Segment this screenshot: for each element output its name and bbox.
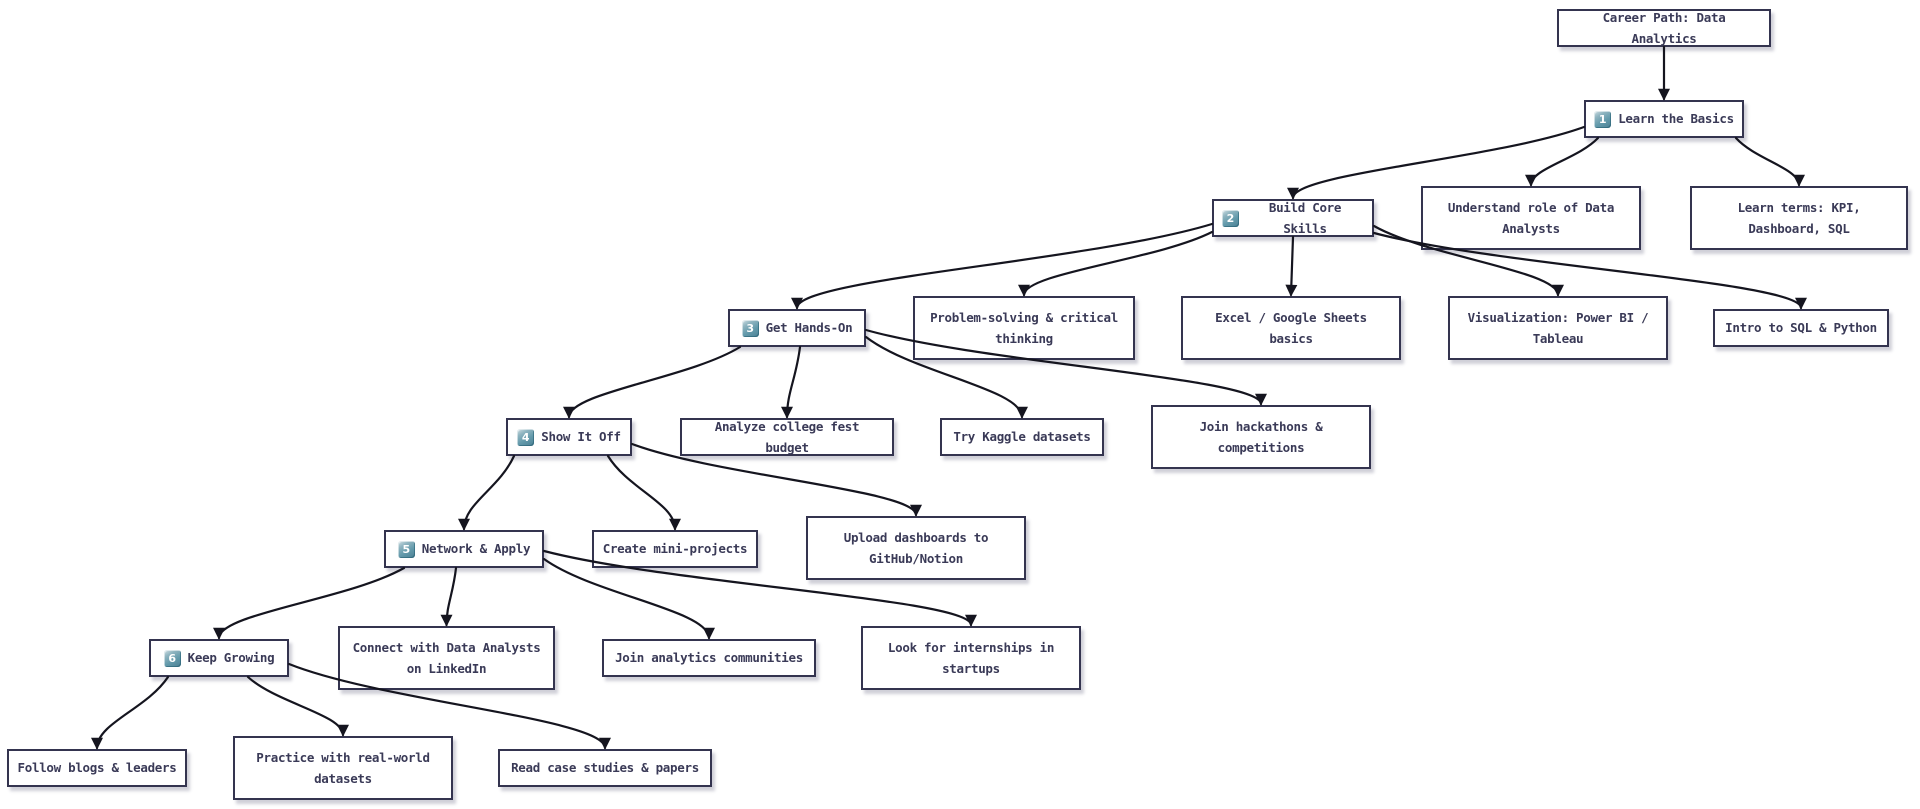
node-kaggle-datasets: Try Kaggle datasets [940, 418, 1104, 456]
node-visualization: Visualization: Power BI / Tableau [1448, 296, 1668, 360]
step-number-badge: 5 [397, 540, 415, 558]
node-label: Look for internships in startups [887, 639, 1055, 676]
step-number-badge: 4 [517, 428, 535, 446]
node-analytics-communities: Join analytics communities [602, 639, 816, 677]
step-number-badge: 1 [1594, 110, 1612, 128]
node-problem-solving: Problem-solving & critical thinking [913, 296, 1135, 360]
node-label: Visualization: Power BI / Tableau [1467, 309, 1649, 346]
step-number-badge: 2 [1222, 209, 1239, 227]
node-label: Try Kaggle datasets [953, 429, 1091, 445]
node-follow-blogs: Follow blogs & leaders [7, 749, 187, 787]
node-label: Keep Growing [187, 650, 275, 666]
node-network-apply: 5 Network & Apply [384, 530, 544, 568]
node-label: Build Core Skills [1268, 199, 1342, 236]
node-excel-sheets: Excel / Google Sheets basics [1181, 296, 1401, 360]
node-label: Show It Off [541, 429, 621, 445]
node-career-path: Career Path: Data Analytics [1557, 9, 1771, 47]
node-build-core-skills: 2 Build Core Skills [1212, 199, 1374, 237]
node-label: Join analytics communities [615, 650, 803, 666]
node-label: Understand role of Data Analysts [1447, 199, 1615, 236]
node-label: Read case studies & papers [511, 760, 699, 776]
node-label: Intro to SQL & Python [1725, 320, 1877, 336]
node-label: Excel / Google Sheets basics [1215, 309, 1367, 346]
node-label: Learn terms: KPI, Dashboard, SQL [1737, 199, 1861, 236]
node-keep-growing: 6 Keep Growing [149, 639, 289, 677]
node-case-studies: Read case studies & papers [498, 749, 712, 787]
node-upload-dashboards: Upload dashboards to GitHub/Notion [806, 516, 1026, 580]
node-get-hands-on: 3 Get Hands-On [728, 309, 866, 347]
node-label: Network & Apply [421, 541, 531, 557]
node-learn-terms: Learn terms: KPI, Dashboard, SQL [1690, 186, 1908, 250]
node-hackathons: Join hackathons & competitions [1151, 405, 1371, 469]
node-label: Create mini-projects [602, 541, 748, 557]
step-number-badge: 3 [741, 319, 759, 337]
node-show-it-off: 4 Show It Off [506, 418, 632, 456]
node-connect-linkedin: Connect with Data Analysts on LinkedIn [338, 626, 555, 690]
node-label: Learn the Basics [1618, 111, 1734, 127]
node-analyze-budget: Analyze college fest budget [680, 418, 894, 456]
node-mini-projects: Create mini-projects [592, 530, 758, 568]
node-understand-role: Understand role of Data Analysts [1421, 186, 1641, 250]
node-label: Get Hands-On [765, 320, 853, 336]
node-label: Connect with Data Analysts on LinkedIn [352, 639, 541, 676]
node-label: Join hackathons & competitions [1199, 418, 1323, 455]
step-number-badge: 6 [163, 649, 181, 667]
node-intro-sql-python: Intro to SQL & Python [1713, 309, 1889, 347]
node-label: Problem-solving & critical thinking [930, 309, 1118, 346]
node-learn-basics: 1 Learn the Basics [1584, 100, 1744, 138]
node-label: Follow blogs & leaders [17, 760, 177, 776]
node-label: Upload dashboards to GitHub/Notion [843, 529, 989, 566]
node-label: Analyze college fest budget [714, 418, 860, 455]
node-practice-datasets: Practice with real-world datasets [233, 736, 453, 800]
node-label: Career Path: Data Analytics [1602, 9, 1726, 46]
node-internships: Look for internships in startups [861, 626, 1081, 690]
node-label: Practice with real-world datasets [256, 749, 430, 786]
